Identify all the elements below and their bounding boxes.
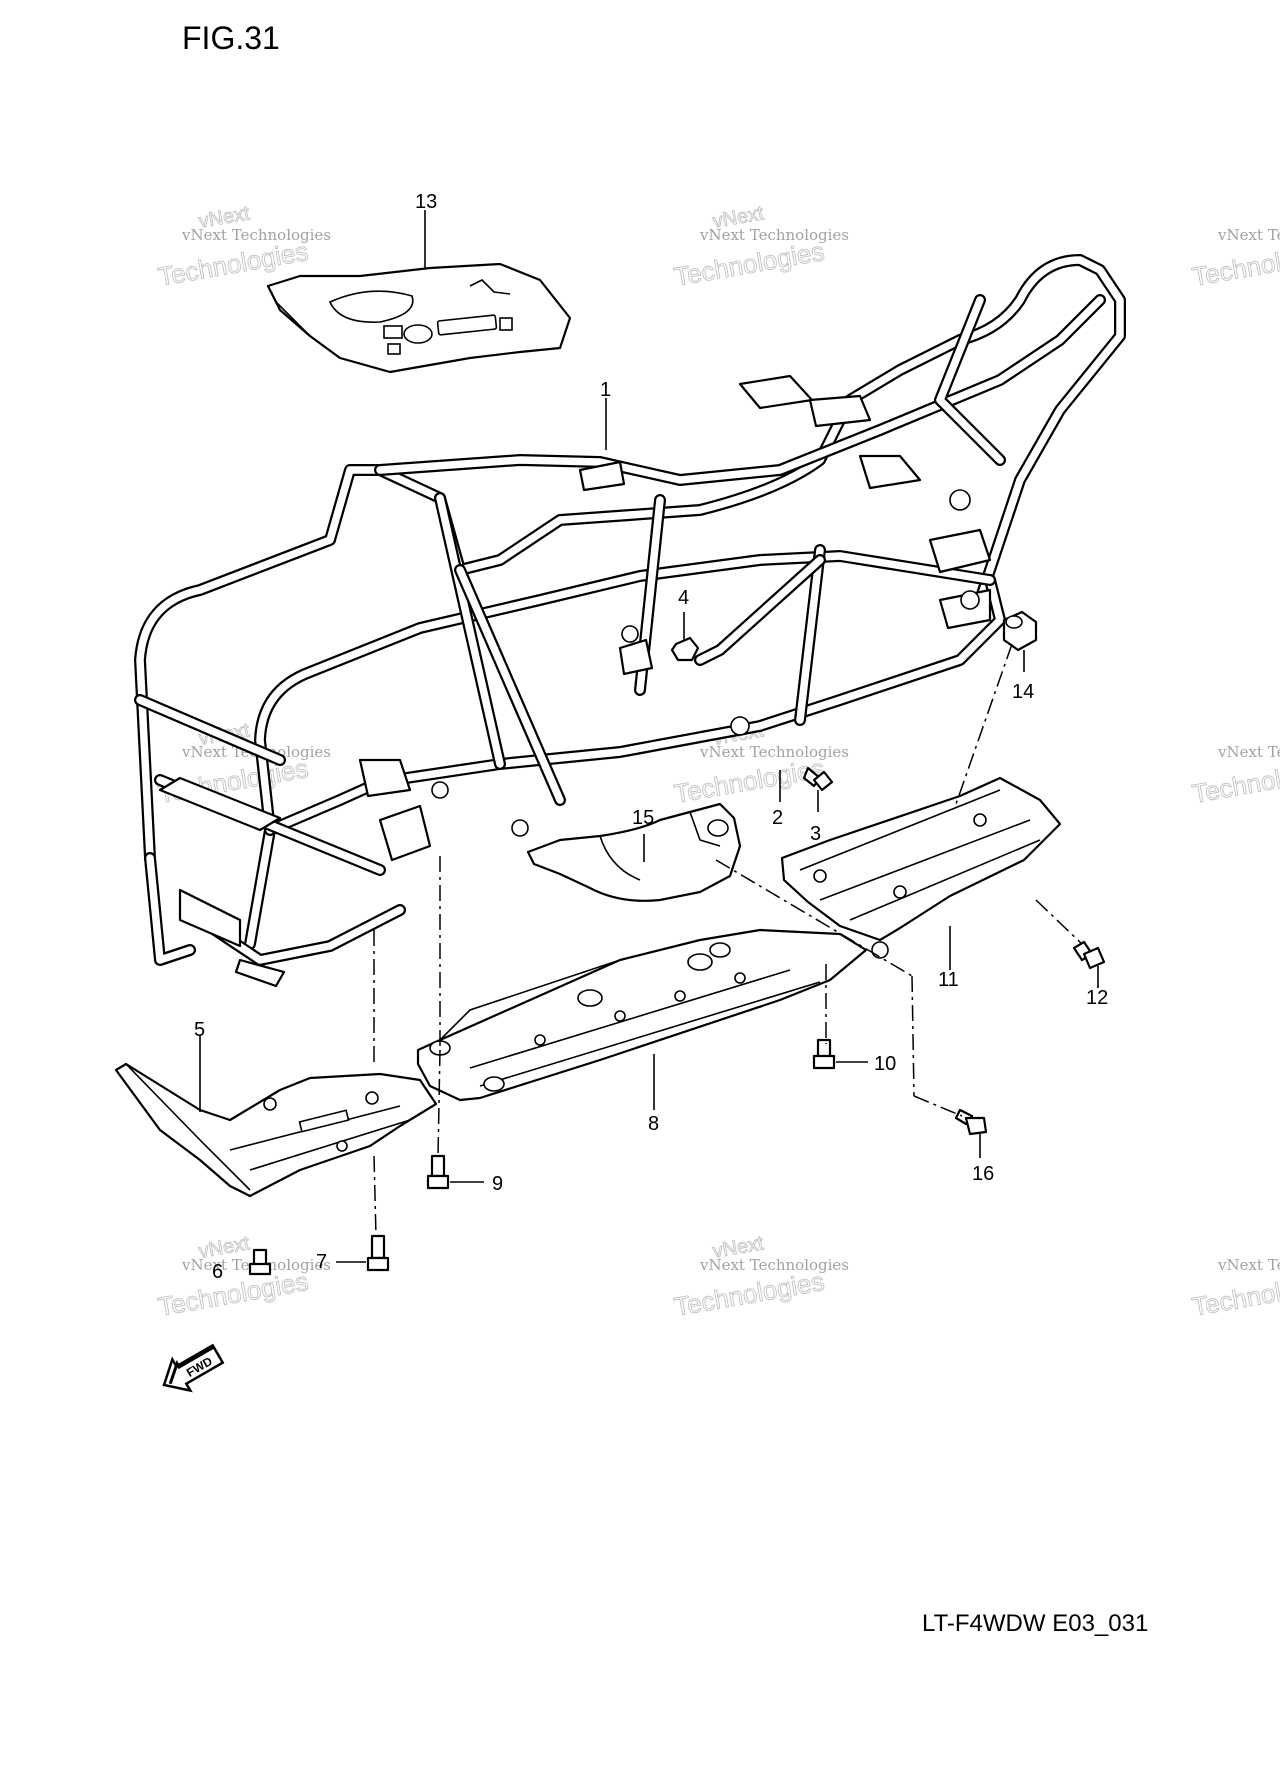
bolt-6 bbox=[248, 1248, 272, 1276]
callout-labels: 13 1 4 14 15 2 3 11 12 5 8 10 16 9 6 7 bbox=[194, 191, 1108, 1283]
svg-text:Technologies: Technologies bbox=[1190, 1266, 1280, 1322]
figure-title: FIG.31 bbox=[182, 20, 280, 56]
callout-13: 13 bbox=[415, 191, 437, 213]
svg-text:Technologies: Technologies bbox=[672, 1266, 827, 1322]
callout-15: 15 bbox=[632, 807, 654, 829]
callout-6: 6 bbox=[212, 1261, 223, 1283]
bolt-7 bbox=[366, 1234, 390, 1272]
svg-text:Technologies: Technologies bbox=[1190, 236, 1280, 292]
svg-text:vNext Technologies: vNext Technologies bbox=[699, 1256, 849, 1274]
watermark-low-center: vNext Technologies Technologies vNext bbox=[671, 1232, 849, 1323]
skid-plate-center bbox=[416, 928, 868, 1102]
svg-text:vNext Technologies: vNext Technologies bbox=[1217, 226, 1280, 244]
watermark-low-left: vNext Technologies Technologies vNext bbox=[155, 1232, 331, 1323]
svg-text:vNext Technologies: vNext Technologies bbox=[181, 226, 331, 244]
bolt-12 bbox=[1072, 940, 1106, 970]
bolt-3 bbox=[802, 766, 834, 792]
skid-plate-front bbox=[114, 1062, 438, 1198]
forward-arrow-icon: FWD bbox=[162, 1343, 225, 1393]
watermark-mid-right: vNext Technologies Technologies bbox=[1189, 743, 1280, 809]
svg-text:vNext Technologies: vNext Technologies bbox=[1217, 1256, 1280, 1274]
frame-bush bbox=[1002, 610, 1038, 652]
callout-8: 8 bbox=[648, 1113, 659, 1135]
leader-lines bbox=[199, 210, 1099, 1263]
svg-text:Technologies: Technologies bbox=[156, 1266, 311, 1322]
atv-frame bbox=[134, 254, 1126, 988]
svg-text:vNext Technologies: vNext Technologies bbox=[699, 743, 849, 761]
watermark-top-center: vNext Technologies Technologies vNext bbox=[671, 202, 849, 293]
callout-11: 11 bbox=[938, 969, 959, 991]
callout-2: 2 bbox=[772, 807, 783, 829]
watermark-low-right: vNext Technologies Technologies bbox=[1189, 1256, 1280, 1322]
callout-5: 5 bbox=[194, 1019, 205, 1041]
callout-14: 14 bbox=[1012, 681, 1034, 703]
callout-3: 3 bbox=[810, 823, 821, 845]
assembly-lines bbox=[373, 643, 1083, 1237]
heat-shield bbox=[526, 802, 742, 902]
bolt-10 bbox=[812, 1038, 836, 1070]
watermark-top-right: vNext Technologies Technologies bbox=[1189, 226, 1280, 292]
callout-4: 4 bbox=[678, 587, 689, 609]
svg-text:Technologies: Technologies bbox=[672, 753, 827, 809]
nut-4 bbox=[670, 636, 700, 662]
callout-12: 12 bbox=[1086, 987, 1108, 1009]
svg-text:Technologies: Technologies bbox=[1190, 753, 1280, 809]
callout-9: 9 bbox=[492, 1173, 503, 1195]
svg-text:vNext Technologies: vNext Technologies bbox=[1217, 743, 1280, 761]
skid-plate-top bbox=[266, 262, 572, 374]
callout-16: 16 bbox=[972, 1163, 994, 1185]
svg-text:Technologies: Technologies bbox=[672, 236, 827, 292]
footrest-right bbox=[780, 776, 1062, 959]
bolt-9 bbox=[426, 1154, 450, 1190]
callout-7: 7 bbox=[316, 1251, 327, 1273]
svg-text:vNext Technologies: vNext Technologies bbox=[699, 226, 849, 244]
callout-1: 1 bbox=[600, 379, 611, 401]
reference-code: LT-F4WDW E03_031 bbox=[922, 1610, 1149, 1637]
callout-10: 10 bbox=[874, 1053, 896, 1075]
bolt-16 bbox=[954, 1108, 988, 1136]
